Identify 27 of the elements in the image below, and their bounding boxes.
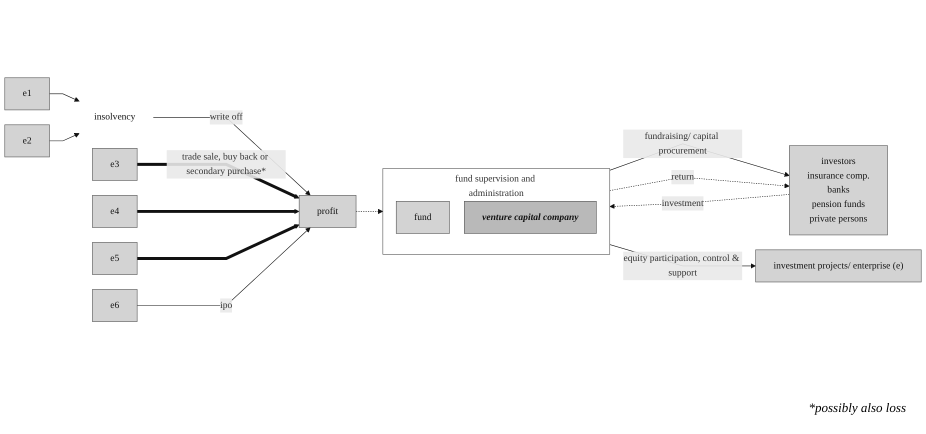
footnote: *possibly also loss: [807, 400, 906, 416]
node-box: fund: [396, 201, 450, 234]
arrow: [137, 224, 300, 260]
edge-label: fundraising/ capital procurement: [644, 132, 718, 156]
node-box: e2: [4, 124, 50, 158]
node-box: e6: [92, 289, 138, 322]
node-text: insolvency: [94, 112, 136, 122]
node-box: e1: [4, 78, 50, 111]
arrow: [49, 94, 80, 102]
edge-label: investment: [662, 198, 704, 208]
node-box: profit: [298, 195, 356, 228]
node-box: e3: [92, 148, 138, 182]
arrow: [137, 209, 300, 214]
node-box: investors insurance comp. banks pension funds private persons: [789, 146, 888, 236]
edge-label: ipo: [220, 300, 232, 311]
arrow: [356, 209, 384, 214]
arrow: [49, 133, 80, 142]
arrow: [609, 177, 790, 192]
node-box: e4: [92, 195, 138, 228]
node-box: e5: [92, 242, 138, 276]
edge-label: equity participation, control & support: [624, 254, 740, 278]
arrow: [136, 228, 311, 306]
edge-label: return: [671, 172, 694, 182]
node-box: venture capital company: [464, 201, 597, 234]
edge-label: trade sale, buy back or secondary purchase*: [182, 152, 268, 177]
node-box: investment projects/ enterprise (e): [755, 250, 922, 283]
edge-label: write off: [210, 112, 243, 122]
